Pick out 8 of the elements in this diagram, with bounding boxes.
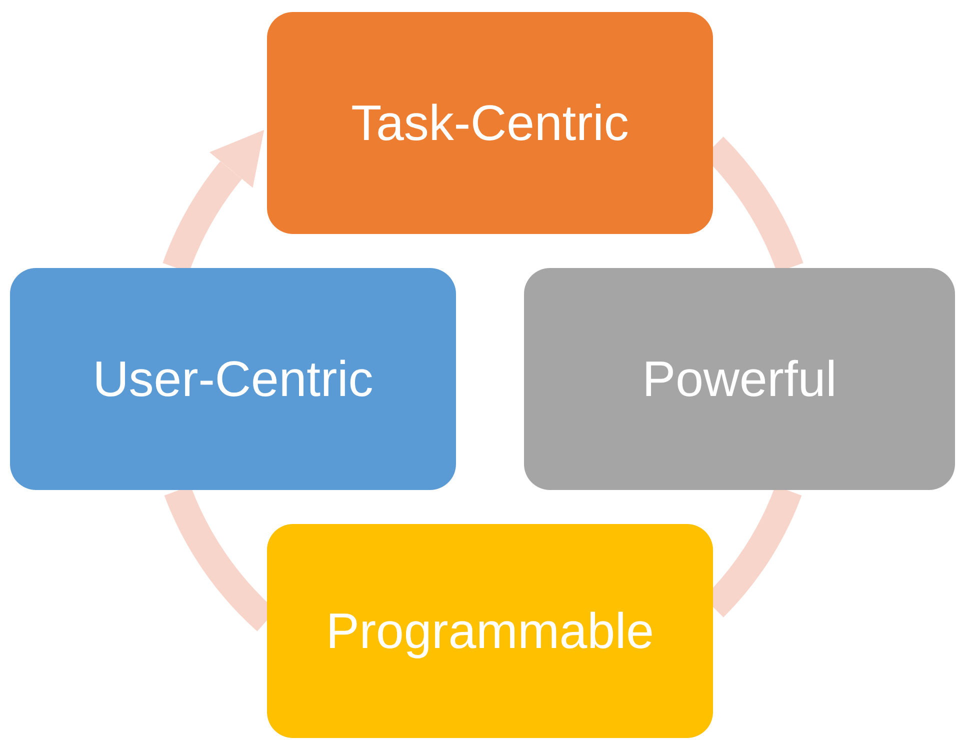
process-box [267,524,713,738]
box-label: Task-Centric [351,96,629,150]
box-label: User-Centric [92,352,374,406]
process-box [524,268,955,490]
box-label: Powerful [642,352,837,406]
process-box [267,12,713,234]
process-box [10,268,456,490]
box-label: Programmable [326,604,654,658]
